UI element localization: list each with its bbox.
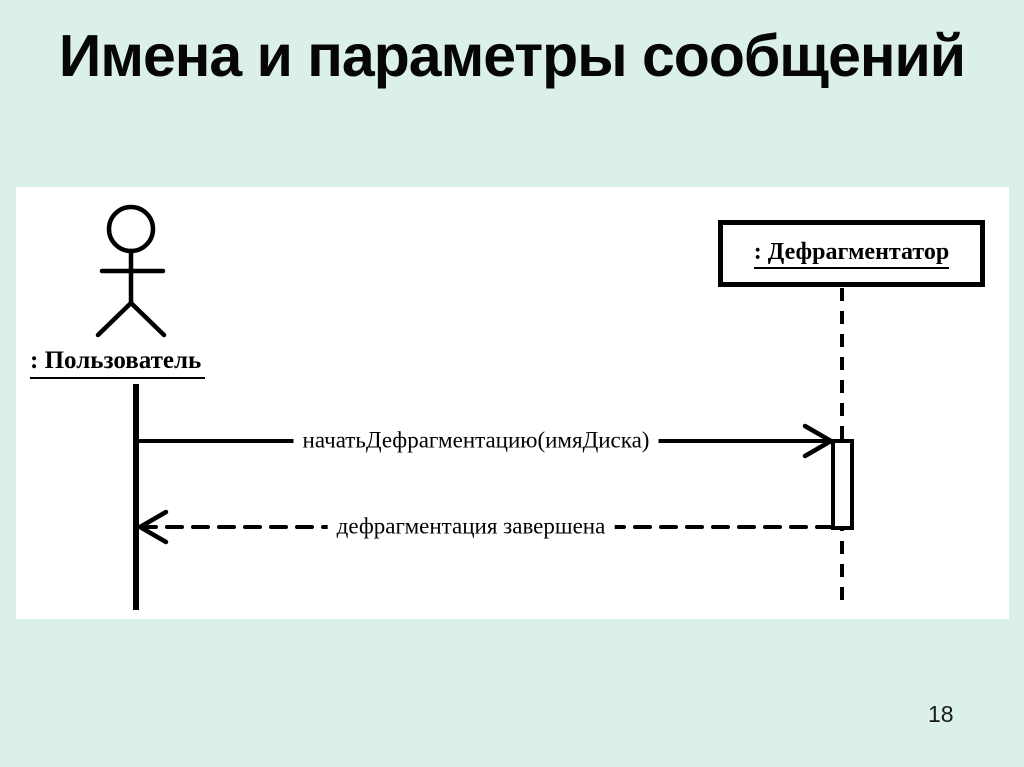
diagram-panel: : Пользователь : Дефрагментатор начатьДе…	[16, 187, 1009, 619]
page-number: 18	[928, 701, 954, 727]
actor-label: : Пользователь	[30, 347, 206, 379]
actor-stick-figure-icon	[95, 204, 167, 338]
object-label: : Дефрагментатор	[753, 239, 950, 269]
object-box: : Дефрагментатор	[718, 220, 985, 287]
return-message-label: дефрагментация завершена	[327, 512, 615, 542]
slide-title: Имена и параметры сообщений	[58, 23, 966, 89]
activation-bar	[831, 439, 854, 530]
call-message-label: начатьДефрагментацию(имяДиска)	[293, 426, 659, 456]
